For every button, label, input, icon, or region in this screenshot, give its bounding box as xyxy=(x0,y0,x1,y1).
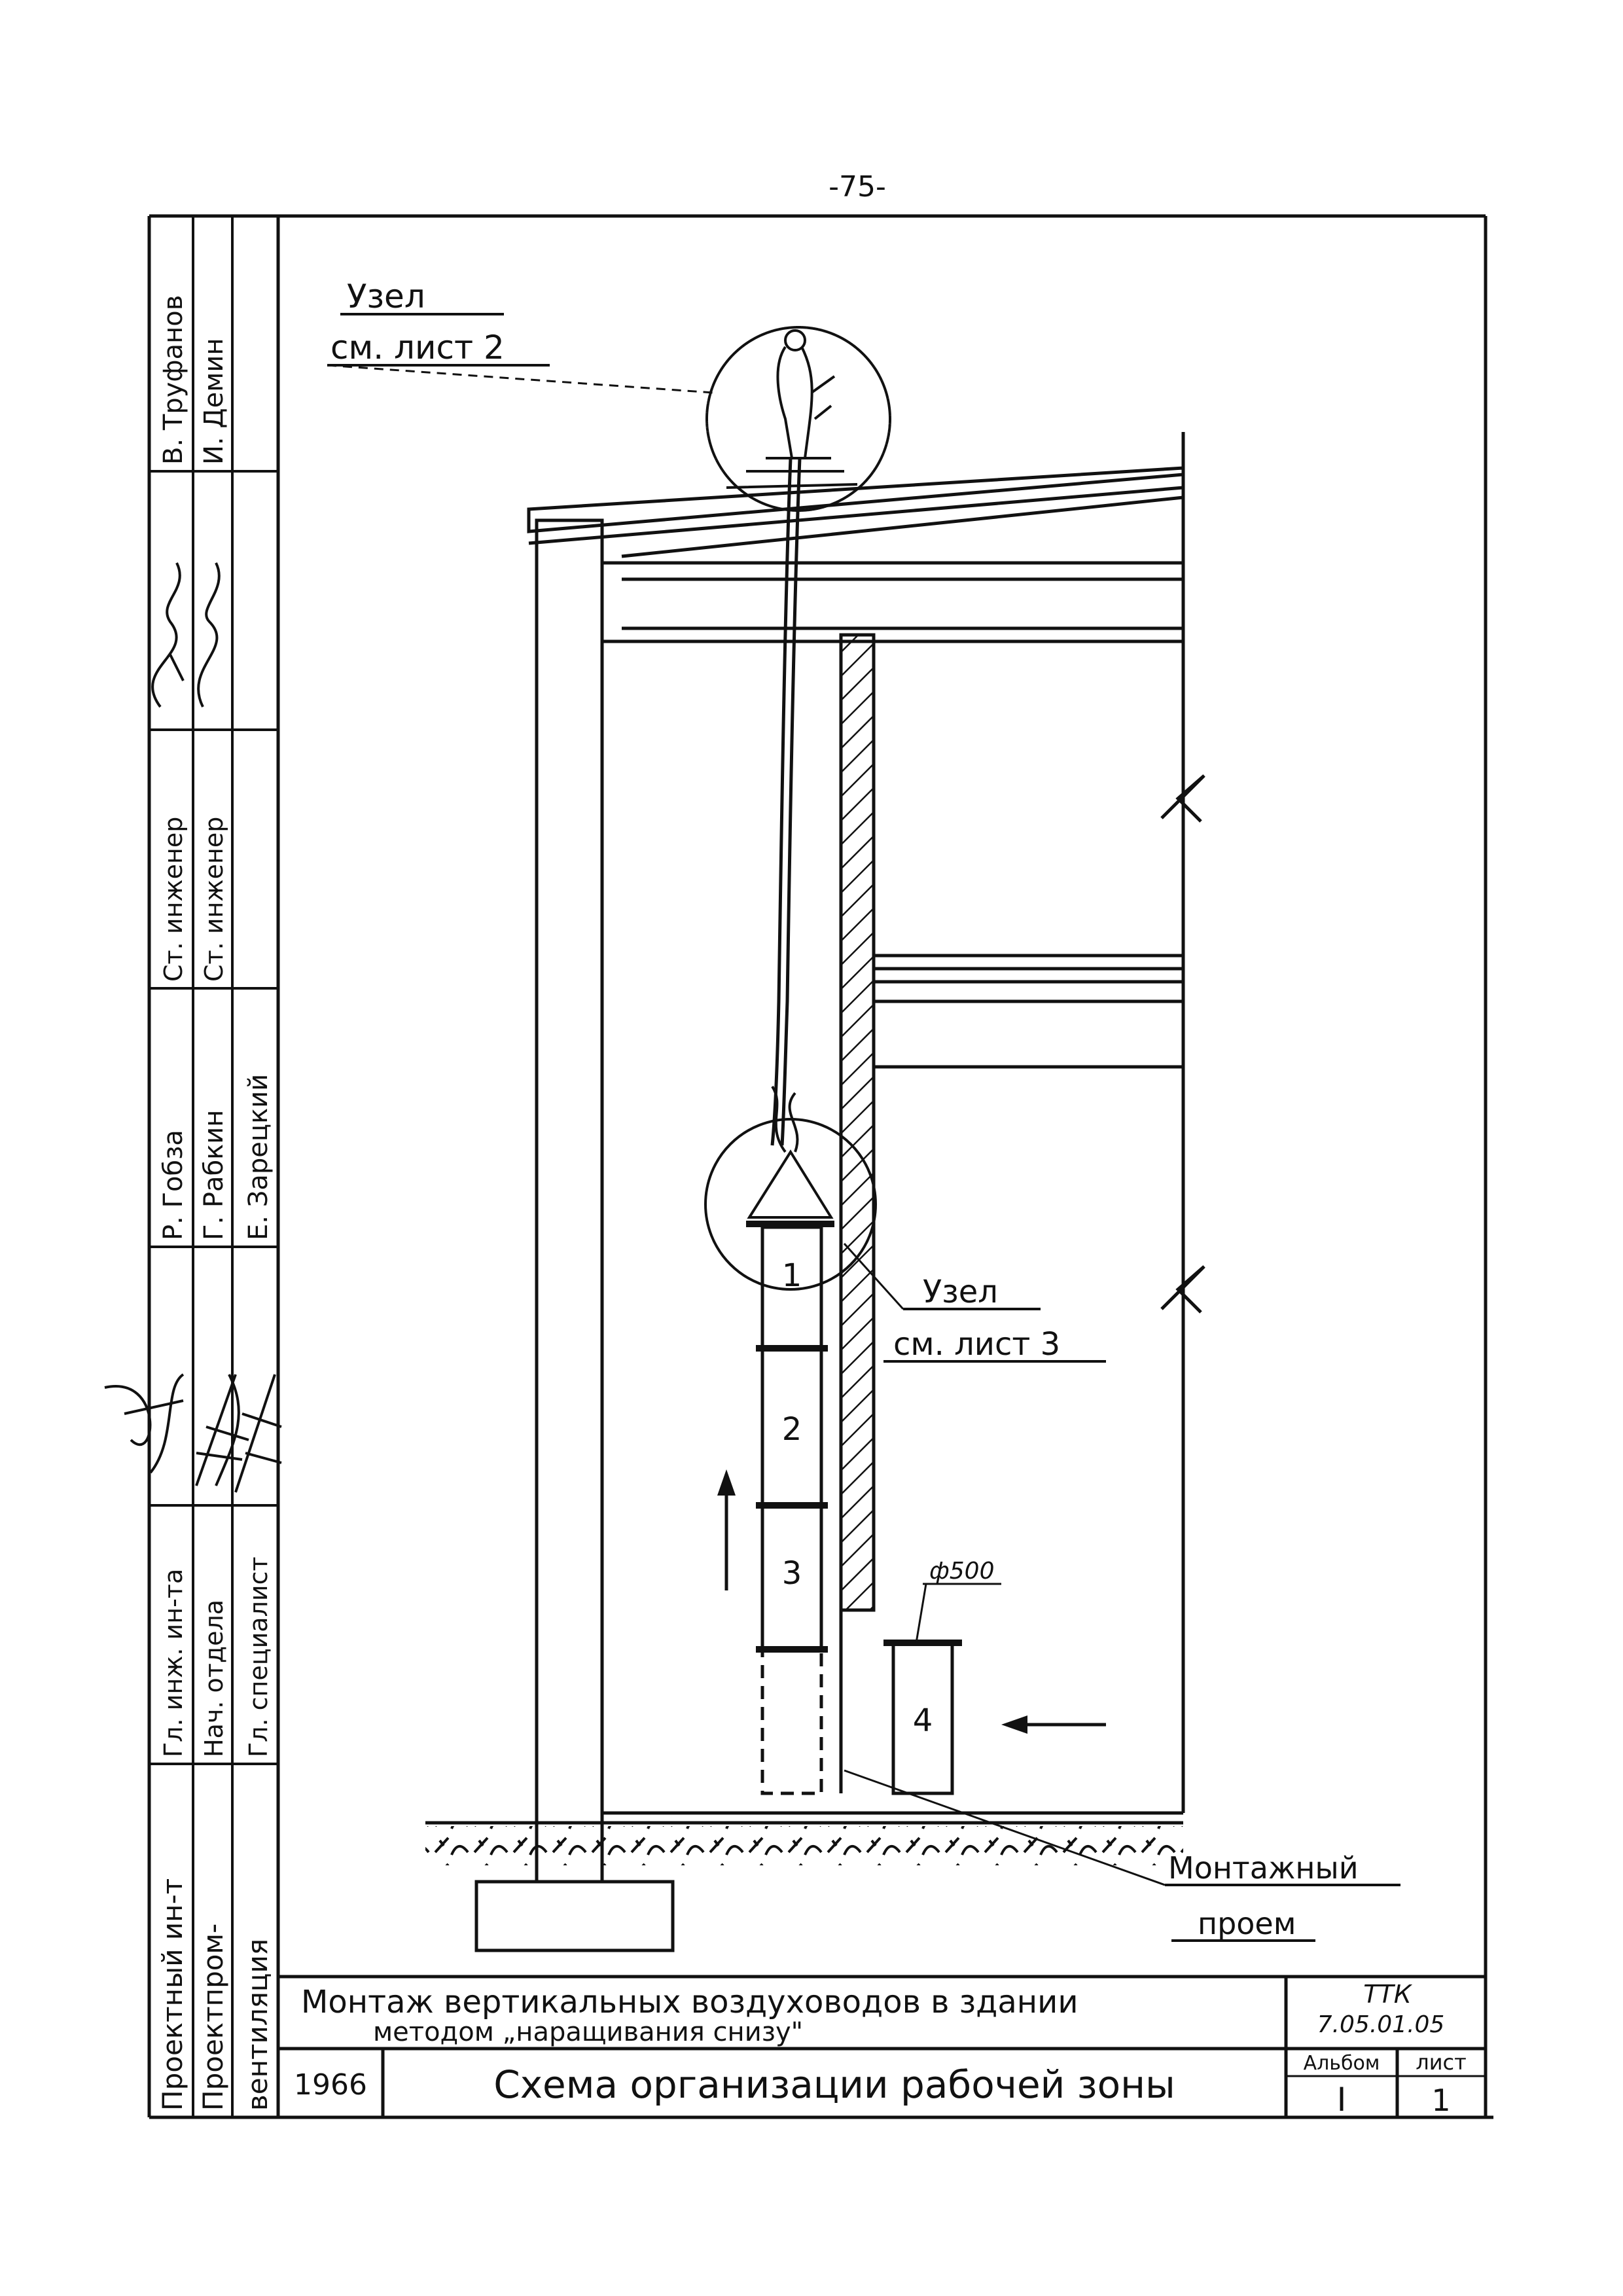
top-node-title: Узел xyxy=(347,278,425,315)
segment-label-2: 2 xyxy=(782,1411,802,1448)
document-code-prefix: ТТК xyxy=(1363,1980,1412,2009)
sheet-number: 1 xyxy=(1431,2083,1450,2118)
side-stamp: Проектный ин-т Проектпром- вентиляция Гл… xyxy=(104,216,282,2117)
stamp-name-gobza: Р. Гобза xyxy=(158,1130,188,1240)
opening-label-line1: Монтажный xyxy=(1168,1850,1359,1886)
sheet-title: Схема организации рабочей зоны xyxy=(493,2062,1175,2107)
signatures xyxy=(104,562,282,1493)
stamp-role-senior-engineer-2: Ст. инженер xyxy=(200,817,228,982)
album-label: Альбом xyxy=(1304,2052,1380,2075)
bottom-node-title: Узел xyxy=(923,1274,998,1310)
stamp-org-line3: вентиляция xyxy=(241,1939,274,2111)
diameter-label: ф500 xyxy=(929,1558,995,1585)
duct-segment-4 xyxy=(883,1640,962,1795)
document-code: 7.05.01.05 xyxy=(1317,2011,1445,2038)
page-number: -75- xyxy=(829,170,886,204)
stamp-role-chief-specialist: Гл. специалист xyxy=(244,1556,273,1757)
stamp-role-dept-head: Нач. отдела xyxy=(200,1600,228,1757)
segment-label-4: 4 xyxy=(913,1702,933,1739)
stamp-name-demin: И. Демин xyxy=(199,338,229,465)
drawing-title-line1: Монтаж вертикальных воздуховодов в здани… xyxy=(301,1984,1079,2020)
segment-label-3: 3 xyxy=(782,1555,802,1592)
lift-direction-arrow xyxy=(717,1469,736,1590)
opening-label-line2: проем xyxy=(1198,1906,1296,1941)
album-value: I xyxy=(1337,2081,1347,2119)
stamp-name-rabkin: Г. Рабкин xyxy=(199,1110,229,1240)
stamp-org-line1: Проектный ин-т xyxy=(156,1878,188,2111)
feed-direction-arrow xyxy=(1001,1715,1106,1734)
stamp-name-zaretsky: Е. Зарецкий xyxy=(243,1074,274,1240)
opening-leader xyxy=(844,1769,1166,1886)
stamp-name-trufanov: В. Труфанов xyxy=(158,295,188,465)
year: 1966 xyxy=(294,2068,367,2102)
top-node-leader xyxy=(327,364,714,394)
sheet-frame xyxy=(147,214,1493,2119)
segment-label-1: 1 xyxy=(782,1257,802,1294)
stamp-org-line2: Проектпром- xyxy=(197,1924,229,2111)
building-section xyxy=(425,432,1205,1952)
lifting-rope xyxy=(770,457,802,1146)
drawing-title-line2: методом „наращивания снизу" xyxy=(373,2017,803,2047)
duct-stack xyxy=(756,1225,828,1795)
title-block xyxy=(278,1975,1486,2117)
sheet-label: лист xyxy=(1416,2050,1466,2075)
bottom-node-ref: см. лист 3 xyxy=(893,1326,1060,1363)
stamp-role-senior-engineer-1: Ст. инженер xyxy=(159,817,188,982)
stamp-role-chief-engineer: Гл. инж. ин-та xyxy=(159,1569,188,1757)
bottom-node-circle xyxy=(704,1085,877,1291)
top-node-ref: см. лист 2 xyxy=(330,329,505,367)
diameter-leader xyxy=(915,1583,927,1643)
bottom-node-leader xyxy=(843,1242,904,1310)
